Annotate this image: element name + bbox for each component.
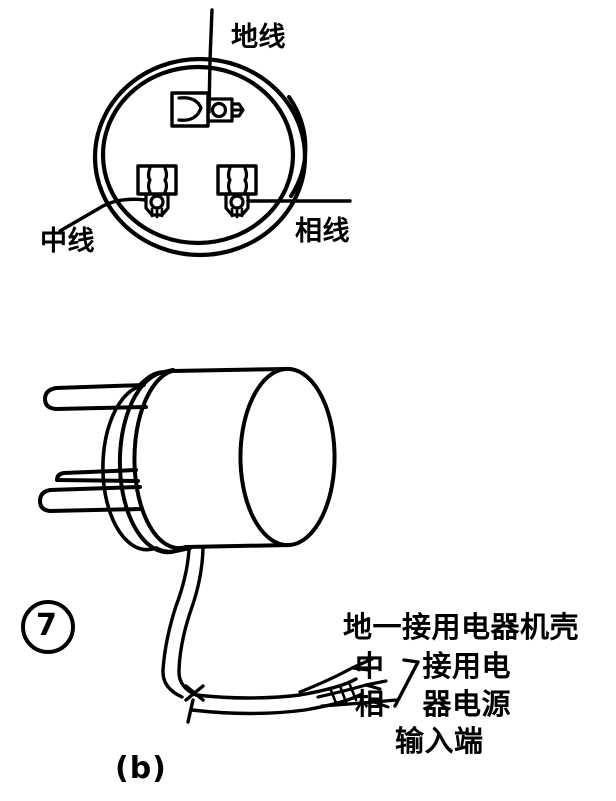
label-live-wire: 相线 bbox=[295, 216, 350, 247]
live-terminal-prongs bbox=[230, 207, 244, 219]
plug-barrel-top-edge bbox=[170, 367, 287, 373]
live-terminal bbox=[216, 164, 258, 219]
wire-split-hatch bbox=[328, 683, 358, 705]
neutral-terminal bbox=[136, 164, 178, 219]
live-terminal-slot bbox=[226, 166, 249, 194]
annotation-line-neutral: 中 接用电 bbox=[355, 652, 511, 681]
plug-collar-cap-bottom bbox=[154, 546, 178, 554]
plug-cable-strand-b bbox=[177, 547, 205, 697]
plug-prong-upper bbox=[43, 383, 148, 411]
annotation-line-live: 相 器电源 bbox=[355, 690, 511, 719]
plug-barrel-far-cap-back bbox=[238, 367, 292, 548]
neutral-terminal-screw bbox=[149, 194, 165, 210]
ground-terminal-clamp bbox=[177, 96, 203, 122]
figure-caption: (b) bbox=[115, 751, 167, 786]
annotation-line-ground: 地一接用电器机壳 bbox=[343, 610, 580, 644]
label-neutral-wire: 中线 bbox=[40, 226, 95, 257]
annotation-neutral-text: 接用电 bbox=[422, 649, 512, 683]
plug-barrel-near-face bbox=[132, 369, 188, 551]
socket-face-group bbox=[58, 8, 352, 258]
ground-terminal-tab bbox=[230, 102, 245, 118]
wire-end-live-tip bbox=[372, 700, 390, 709]
ground-terminal-screw bbox=[210, 101, 228, 119]
figure-index-number: 7 bbox=[36, 608, 57, 643]
annotation-live-marker: 相 bbox=[355, 687, 385, 721]
socket-rim-arc-highlight bbox=[287, 95, 308, 198]
cable-twist-mark bbox=[184, 684, 205, 724]
label-ground-wire: 地线 bbox=[231, 22, 286, 53]
neutral-terminal-body bbox=[136, 164, 178, 196]
plug-body-group bbox=[38, 366, 398, 724]
live-terminal-body bbox=[216, 164, 258, 196]
neutral-terminal-slot bbox=[146, 166, 169, 194]
cable-run-lower-edge bbox=[190, 692, 364, 716]
plug-prong-middle-short bbox=[55, 468, 140, 483]
wire-end-ground-tip bbox=[350, 666, 370, 672]
neutral-leader-line bbox=[58, 197, 148, 233]
plug-barrel-far-cap bbox=[283, 366, 337, 547]
annotation-brace bbox=[393, 658, 420, 708]
annotation-line-input-terminal: 输入端 bbox=[395, 724, 484, 758]
figure-index-circle bbox=[21, 600, 75, 654]
socket-inner-rim bbox=[100, 64, 296, 246]
ground-terminal bbox=[170, 91, 245, 128]
plug-barrel-bottom-edge bbox=[184, 543, 292, 549]
socket-outer-rim bbox=[92, 56, 308, 258]
plug-prong-lower bbox=[38, 485, 144, 513]
cable-run-upper-edge bbox=[194, 677, 358, 700]
annotation-live-text: 器电源 bbox=[422, 687, 512, 721]
neutral-terminal-prongs bbox=[150, 207, 164, 219]
wire-end-neutral-tip bbox=[364, 683, 382, 691]
plug-collar-outer bbox=[117, 371, 192, 555]
plug-cable-strand-a bbox=[161, 548, 191, 699]
plug-collar-inner bbox=[101, 385, 158, 552]
live-terminal-screw bbox=[229, 194, 245, 210]
annotation-neutral-marker: 中 bbox=[355, 649, 385, 683]
